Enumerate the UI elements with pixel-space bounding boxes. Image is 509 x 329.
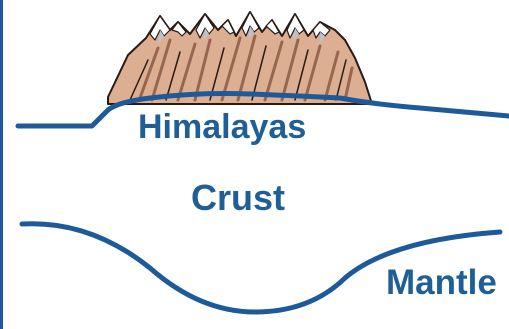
himalayas-label: Himalayas	[138, 108, 306, 147]
mantle-label: Mantle	[386, 263, 497, 303]
left-border	[0, 0, 3, 329]
mountain-range-icon	[108, 12, 372, 104]
crust-label: Crust	[191, 177, 285, 219]
